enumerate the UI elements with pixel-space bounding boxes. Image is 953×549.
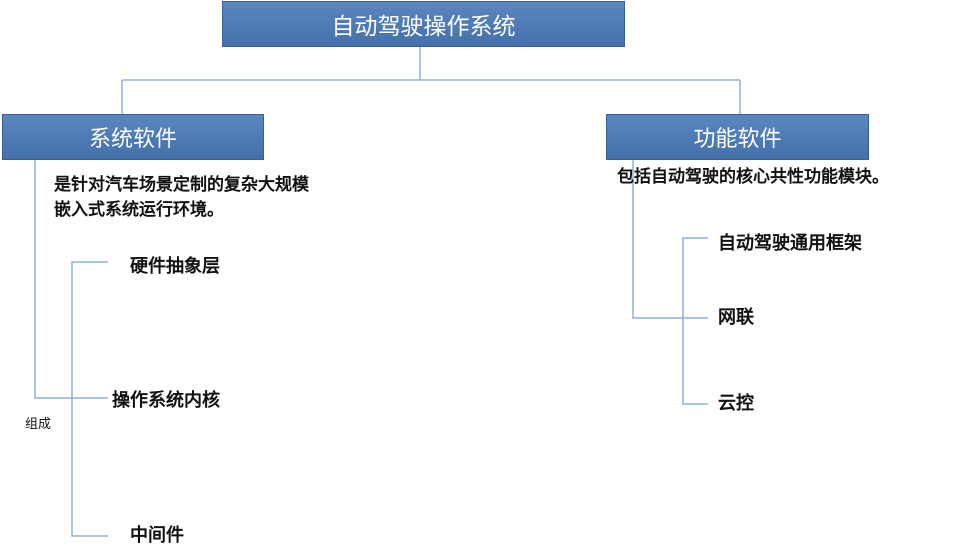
right-bracket xyxy=(682,237,708,405)
right-description: 包括自动驾驶的核心共性功能模块。 xyxy=(617,167,889,187)
right-child-cloud-control: 云控 xyxy=(718,393,754,414)
left-branch-node: 系统软件 xyxy=(2,114,264,160)
root-node: 自动驾驶操作系统 xyxy=(222,1,625,47)
left-branch-label: 系统软件 xyxy=(88,127,177,152)
right-child-connectivity: 网联 xyxy=(718,307,754,328)
right-branch-node: 功能软件 xyxy=(606,114,869,160)
root-label: 自动驾驶操作系统 xyxy=(331,14,516,40)
left-bracket xyxy=(71,261,108,537)
right-branch-label: 功能软件 xyxy=(693,127,782,152)
left-side-label: 组成 xyxy=(25,417,52,432)
left-child-os-kernel: 操作系统内核 xyxy=(112,390,220,411)
right-child-framework: 自动驾驶通用框架 xyxy=(718,233,862,254)
left-description-line-1: 是针对汽车场景定制的复杂大规模 xyxy=(54,175,309,195)
left-child-middleware: 中间件 xyxy=(130,525,184,546)
left-trunk xyxy=(34,160,108,399)
left-child-hardware-abstraction: 硬件抽象层 xyxy=(130,256,220,277)
left-description-line-2: 嵌入式系统运行环境。 xyxy=(54,200,224,220)
